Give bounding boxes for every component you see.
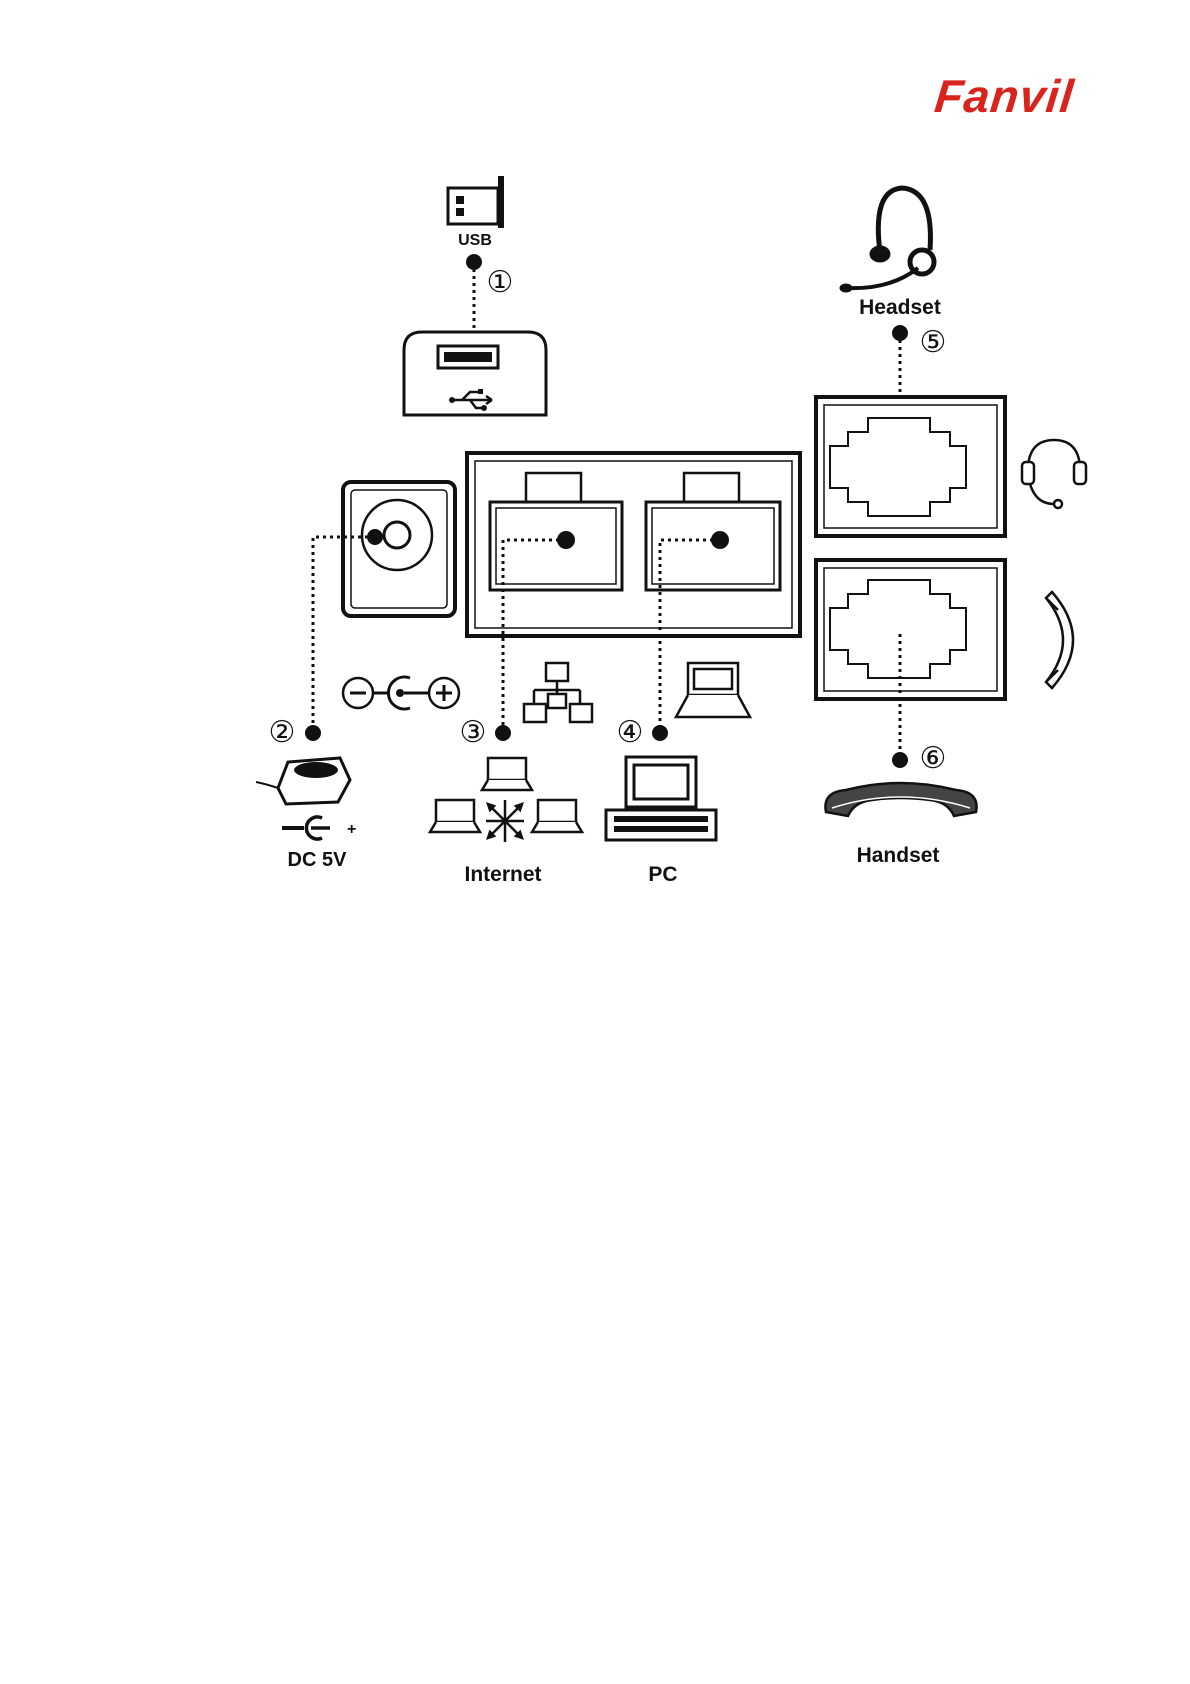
internet-label: Internet [464,863,541,886]
usb-label: USB [458,232,492,249]
pc-port-dot [711,531,729,549]
handset-symbol-icon [1046,592,1073,688]
ethernet-ports-block [467,453,800,636]
laptop-icon [676,663,750,717]
headset-symbol-icon [1022,440,1086,508]
handset-icon [825,783,976,816]
power-jack-icon [343,482,455,616]
pc-icon [606,757,716,840]
marker-2: ② [269,715,296,750]
usb-stick-icon [448,176,504,228]
handset-label: Handset [857,844,940,867]
usb-dot [466,254,482,270]
dc-symbol-icon [282,817,330,839]
marker-3: ③ [460,715,487,750]
headset-label: Headset [859,296,941,319]
headset-dot [892,325,908,341]
marker-5: ⑤ [920,325,947,360]
dc-plus-label: + [347,821,356,838]
pc-dot [652,725,668,741]
dc-label: DC 5V [288,849,348,871]
pc-label: PC [648,863,677,886]
handset-port-icon [816,560,1005,699]
polarity-symbol-icon [343,677,459,709]
internet-dot [495,725,511,741]
headset-port-icon [816,397,1005,536]
internet-port-dot [557,531,575,549]
usb-port-icon [404,332,546,415]
dc-dot [305,725,321,741]
marker-6: ⑥ [920,741,947,776]
power-adapter-icon [256,758,350,804]
dc-jack-dot [367,529,383,545]
marker-1: ① [487,265,514,300]
internet-icon [430,758,582,842]
headset-icon [840,188,934,292]
marker-4: ④ [617,715,644,750]
network-icon [524,663,592,722]
handset-dot [892,752,908,768]
